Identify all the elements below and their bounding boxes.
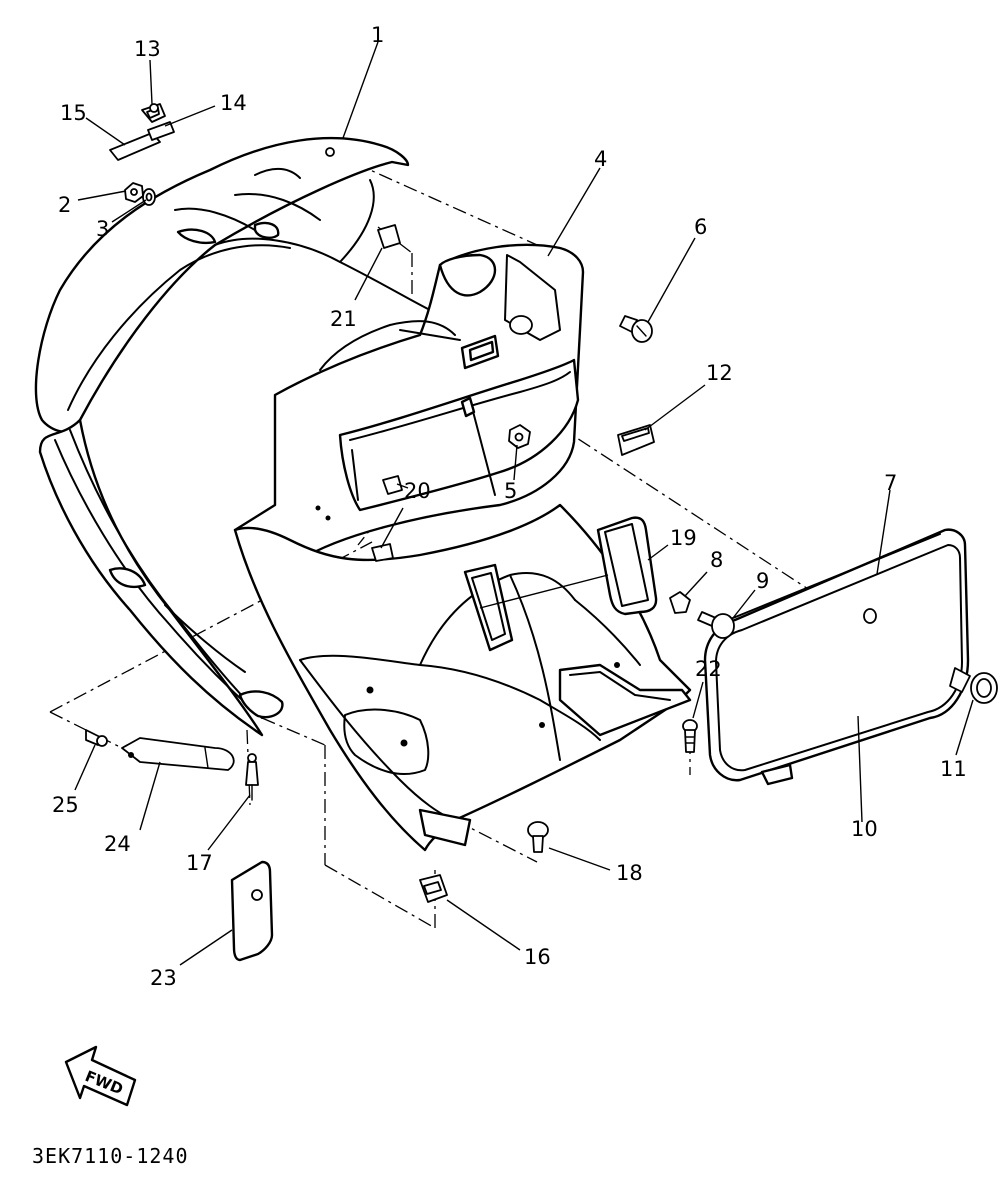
callout-14: 14 [220,91,247,115]
rivet-25-icon [85,729,108,747]
leader-lines [74,41,974,966]
nut-5-icon [508,424,531,449]
callout-22: 22 [695,657,722,681]
bracket-24-icon [121,737,235,771]
callout-4: 4 [594,147,607,171]
screw-17-icon [245,753,259,801]
callout-11: 11 [940,757,967,781]
knob-11-icon [949,667,998,704]
screw-9-icon [697,611,735,639]
clip-13-icon [141,103,166,123]
callout-25: 25 [52,793,79,817]
callout-16: 16 [524,945,551,969]
pocket-cover [596,516,658,616]
callout-19: 19 [670,526,697,550]
callout-10: 10 [851,817,878,841]
leg-shield [34,136,431,737]
plate-14-icon [147,121,175,141]
callout-5: 5 [504,479,517,503]
nut-8-icon [669,591,691,614]
callout-2: 2 [58,193,71,217]
callout-9: 9 [756,569,769,593]
diagram-code: 3EK7110-1240 [32,1144,189,1168]
callout-12: 12 [706,361,733,385]
floor-panel [233,503,692,852]
forward-arrow-icon: FWD [64,1045,137,1107]
callout-15: 15 [60,101,87,125]
callout-20: 20 [404,479,431,503]
bolt-18-icon [527,821,549,853]
callout-24: 24 [104,832,131,856]
callout-13: 13 [134,37,161,61]
plate-23-icon [230,860,274,962]
callout-3: 3 [96,217,109,241]
clip-nut-16-icon [419,874,448,903]
cover-12-icon [617,424,655,456]
callout-6: 6 [694,215,707,239]
fasteners [85,103,998,962]
screw-6-icon [619,315,653,343]
inner-panel [233,243,585,562]
callout-labels: 1 2 3 4 5 6 7 8 9 10 11 12 13 14 15 16 1… [52,23,967,990]
callout-7: 7 [884,471,897,495]
callout-23: 23 [150,966,177,990]
sticker-21-icon [377,224,401,249]
callout-17: 17 [186,851,213,875]
emblem-15-icon [109,132,161,161]
washer-3-icon [142,188,156,206]
callout-21: 21 [330,307,357,331]
callout-18: 18 [616,861,643,885]
callout-1: 1 [371,23,384,47]
callout-8: 8 [710,548,723,572]
nut-2-icon [124,182,144,203]
lid-panel [703,528,970,786]
bolt-22-icon [682,719,698,753]
clip-20-icon [371,475,403,562]
